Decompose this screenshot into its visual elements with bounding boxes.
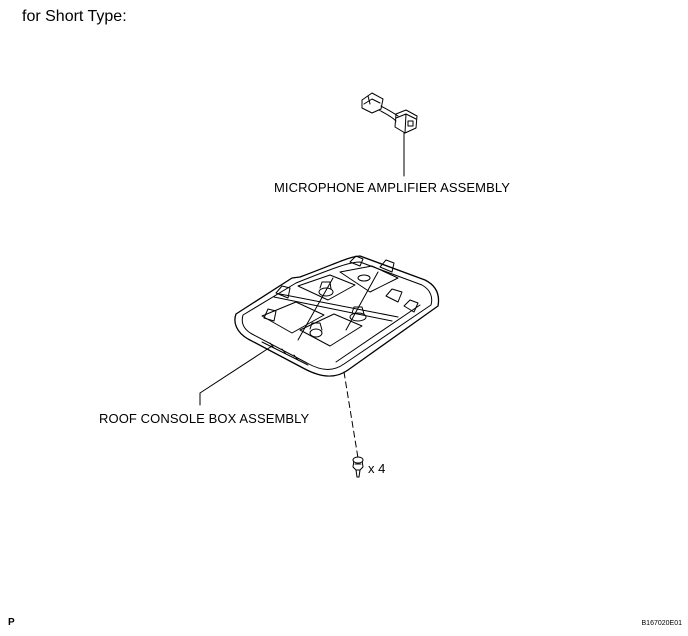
screw-fastener xyxy=(343,371,364,478)
microphone-amplifier-assembly xyxy=(361,92,418,177)
page-marker: P xyxy=(8,617,15,628)
roof-console-box-assembly xyxy=(199,255,440,406)
microphone-amplifier-label: MICROPHONE AMPLIFIER ASSEMBLY xyxy=(274,180,510,195)
roof-console-box-label: ROOF CONSOLE BOX ASSEMBLY xyxy=(99,411,310,426)
page-heading: for Short Type: xyxy=(22,8,127,25)
figure-code: B167020E01 xyxy=(641,620,682,627)
screw-quantity-label: x 4 xyxy=(368,461,386,476)
